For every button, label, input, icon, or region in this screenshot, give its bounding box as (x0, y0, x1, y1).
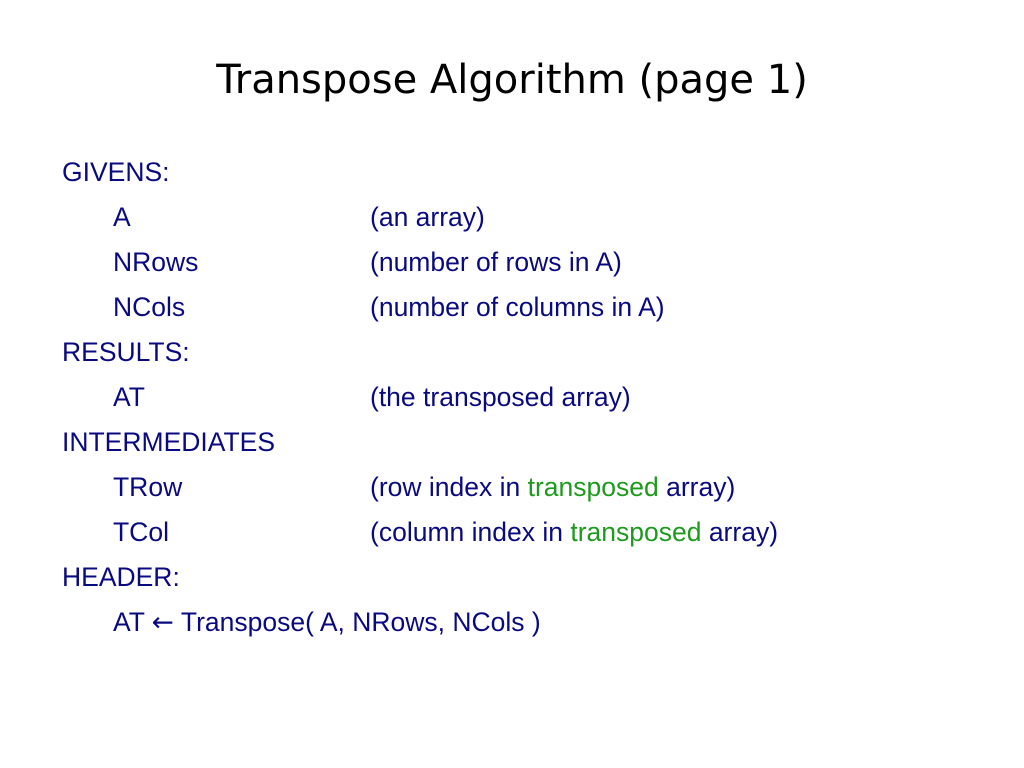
given-term: NCols (113, 292, 186, 322)
desc-highlight: transposed (570, 517, 702, 547)
desc-part: (row index in (370, 472, 528, 502)
given-desc: (number of columns in A) (370, 292, 665, 322)
intermediate-term: TRow (113, 472, 183, 502)
header-signature: AT ← Transpose( A, NRows, NCols ) (113, 600, 541, 645)
result-term: AT (113, 382, 145, 412)
intermediates-heading: INTERMEDIATES (62, 427, 275, 457)
result-desc: (the transposed array) (370, 382, 631, 412)
desc-part: array) (701, 517, 779, 547)
givens-heading: GIVENS: (62, 157, 170, 187)
header-heading: HEADER: (62, 562, 180, 592)
intermediate-term: TCol (113, 517, 169, 547)
given-term: A (113, 202, 131, 232)
intermediate-desc: (row index in transposed array) (370, 465, 735, 510)
slide-title: Transpose Algorithm (page 1) (216, 57, 808, 103)
desc-highlight: transposed (527, 472, 659, 502)
given-desc: (number of rows in A) (370, 247, 622, 277)
intermediate-desc: (column index in transposed array) (370, 510, 778, 555)
signature-call: Transpose( A, NRows, NCols ) (174, 607, 541, 637)
desc-part: (column index in (370, 517, 571, 547)
given-term: NRows (113, 247, 199, 277)
signature-result: AT (113, 607, 152, 637)
left-arrow-icon: ← (151, 607, 174, 638)
given-desc: (an array) (370, 202, 485, 232)
desc-part: array) (658, 472, 736, 502)
results-heading: RESULTS: (62, 337, 190, 367)
